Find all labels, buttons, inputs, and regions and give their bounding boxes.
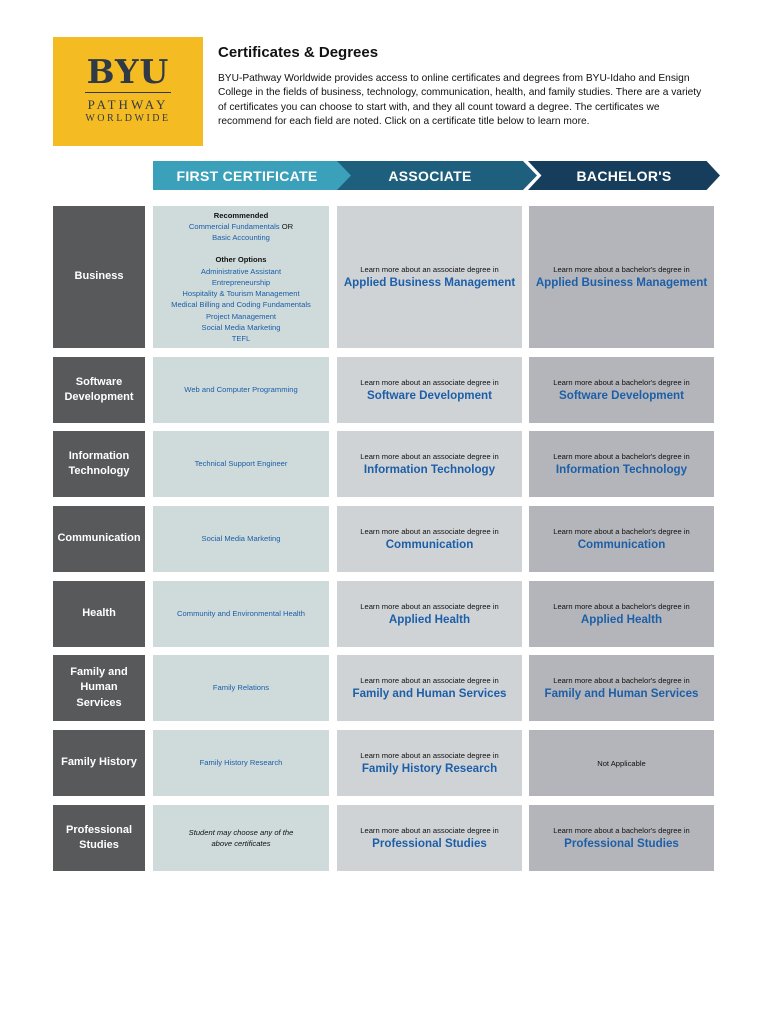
cert-link-social-media-marketing[interactable]: Social Media Marketing bbox=[201, 534, 281, 544]
header-bachelor-label: BACHELOR'S bbox=[576, 167, 672, 184]
associate-family: Learn more about an associate degree in … bbox=[337, 655, 522, 721]
learn-more-text: Learn more about a bachelor's degree in bbox=[553, 601, 690, 611]
first-cert-software: Web and Computer Programming bbox=[153, 357, 329, 423]
cert-link-medical-billing[interactable]: Medical Billing and Coding Fundamentals bbox=[171, 300, 311, 310]
first-cert-business: Recommended Commercial Fundamentals OR B… bbox=[153, 206, 329, 348]
recommended-line: Commercial Fundamentals OR bbox=[189, 221, 293, 232]
learn-more-text: Learn more about an associate degree in bbox=[360, 451, 499, 461]
associate-history: Learn more about an associate degree in … bbox=[337, 730, 522, 796]
degree-link-assoc-software[interactable]: Software Development bbox=[367, 388, 492, 402]
cert-link-social-media-marketing[interactable]: Social Media Marketing bbox=[201, 322, 281, 332]
associate-professional: Learn more about an associate degree in … bbox=[337, 805, 522, 871]
learn-more-text: Learn more about an associate degree in bbox=[360, 377, 499, 387]
associate-communication: Learn more about an associate degree in … bbox=[337, 506, 522, 572]
cert-link-community-health[interactable]: Community and Environmental Health bbox=[177, 609, 305, 619]
cert-link-hospitality[interactable]: Hospitality & Tourism Management bbox=[182, 289, 300, 299]
degree-link-assoc-history[interactable]: Family History Research bbox=[361, 761, 498, 775]
logo-pathway: PATHWAY bbox=[87, 97, 169, 112]
first-cert-history: Family History Research bbox=[153, 730, 329, 796]
degree-link-assoc-professional[interactable]: Professional Studies bbox=[372, 836, 487, 850]
cert-link-entrepreneurship[interactable]: Entrepreneurship bbox=[211, 277, 271, 287]
learn-more-text: Learn more about a bachelor's degree in bbox=[553, 377, 690, 387]
header-first-label: FIRST CERTIFICATE bbox=[176, 167, 318, 184]
degree-link-assoc-family[interactable]: Family and Human Services bbox=[352, 686, 507, 700]
learn-more-text: Learn more about a bachelor's degree in bbox=[553, 526, 690, 536]
degree-link-assoc-it[interactable]: Information Technology bbox=[363, 462, 496, 476]
other-options-label: Other Options bbox=[215, 255, 267, 265]
field-information-technology: Information Technology bbox=[53, 431, 145, 497]
field-communication: Communication bbox=[53, 506, 145, 572]
field-family-human-services: Family and Human Services bbox=[53, 655, 145, 721]
field-business: Business bbox=[53, 206, 145, 348]
bachelor-business: Learn more about a bachelor's degree in … bbox=[529, 206, 714, 348]
cert-link-technical-support[interactable]: Technical Support Engineer bbox=[194, 459, 288, 469]
bachelor-communication: Learn more about a bachelor's degree in … bbox=[529, 506, 714, 572]
bachelor-it: Learn more about a bachelor's degree in … bbox=[529, 431, 714, 497]
degree-link-assoc-business[interactable]: Applied Business Management bbox=[343, 275, 516, 289]
degree-link-bach-communication[interactable]: Communication bbox=[577, 537, 666, 551]
intro-paragraph: BYU-Pathway Worldwide provides access to… bbox=[218, 73, 702, 128]
learn-more-text: Learn more about an associate degree in bbox=[360, 526, 499, 536]
or-text: OR bbox=[279, 222, 294, 232]
header-first-certificate: FIRST CERTIFICATE bbox=[153, 161, 353, 190]
recommended-label: Recommended bbox=[213, 210, 269, 220]
field-professional-studies: Professional Studies bbox=[53, 805, 145, 871]
byu-pathway-logo: BYU PATHWAY WORLDWIDE bbox=[53, 37, 203, 146]
learn-more-text: Learn more about a bachelor's degree in bbox=[553, 264, 690, 274]
not-applicable-text: Not Applicable bbox=[597, 758, 646, 768]
first-cert-health: Community and Environmental Health bbox=[153, 581, 329, 647]
cert-link-family-relations[interactable]: Family Relations bbox=[212, 683, 270, 693]
bachelor-software: Learn more about a bachelor's degree in … bbox=[529, 357, 714, 423]
cert-link-family-history-research[interactable]: Family History Research bbox=[199, 758, 283, 768]
learn-more-text: Learn more about an associate degree in bbox=[360, 750, 499, 760]
header-associate: ASSOCIATE bbox=[337, 161, 537, 190]
bachelor-professional: Learn more about a bachelor's degree in … bbox=[529, 805, 714, 871]
first-cert-professional: Student may choose any of the above cert… bbox=[153, 805, 329, 871]
associate-health: Learn more about an associate degree in … bbox=[337, 581, 522, 647]
bachelor-family: Learn more about a bachelor's degree in … bbox=[529, 655, 714, 721]
degree-link-bach-family[interactable]: Family and Human Services bbox=[544, 686, 699, 700]
cert-link-tefl[interactable]: TEFL bbox=[231, 333, 251, 343]
field-family-history: Family History bbox=[53, 730, 145, 796]
degree-link-bach-software[interactable]: Software Development bbox=[559, 388, 684, 402]
degree-link-bach-health[interactable]: Applied Health bbox=[580, 612, 663, 626]
cert-link-basic-accounting[interactable]: Basic Accounting bbox=[212, 233, 270, 243]
learn-more-text: Learn more about a bachelor's degree in bbox=[553, 451, 690, 461]
bachelor-health: Learn more about a bachelor's degree in … bbox=[529, 581, 714, 647]
cert-link-project-management[interactable]: Project Management bbox=[205, 311, 277, 321]
first-cert-family: Family Relations bbox=[153, 655, 329, 721]
associate-it: Learn more about an associate degree in … bbox=[337, 431, 522, 497]
degree-link-bach-it[interactable]: Information Technology bbox=[555, 462, 688, 476]
page-title: Certificates & Degrees bbox=[218, 44, 379, 61]
cert-link-web-programming[interactable]: Web and Computer Programming bbox=[184, 385, 298, 395]
any-certificate-note: Student may choose any of the above cert… bbox=[188, 827, 294, 848]
associate-business: Learn more about an associate degree in … bbox=[337, 206, 522, 348]
field-health: Health bbox=[53, 581, 145, 647]
learn-more-text: Learn more about an associate degree in bbox=[360, 601, 499, 611]
header-associate-label: ASSOCIATE bbox=[388, 167, 472, 184]
learn-more-text: Learn more about an associate degree in bbox=[360, 825, 499, 835]
degree-link-assoc-health[interactable]: Applied Health bbox=[388, 612, 471, 626]
logo-worldwide: WORLDWIDE bbox=[85, 113, 171, 124]
logo-rule bbox=[85, 92, 171, 93]
degree-link-bach-professional[interactable]: Professional Studies bbox=[564, 836, 679, 850]
header-bachelor: BACHELOR'S bbox=[528, 161, 720, 190]
associate-software: Learn more about an associate degree in … bbox=[337, 357, 522, 423]
degree-link-assoc-communication[interactable]: Communication bbox=[385, 537, 474, 551]
first-cert-it: Technical Support Engineer bbox=[153, 431, 329, 497]
first-cert-communication: Social Media Marketing bbox=[153, 506, 329, 572]
degree-link-bach-business[interactable]: Applied Business Management bbox=[535, 275, 708, 289]
learn-more-text: Learn more about an associate degree in bbox=[360, 264, 499, 274]
learn-more-text: Learn more about an associate degree in bbox=[360, 675, 499, 685]
cert-link-commercial-fundamentals[interactable]: Commercial Fundamentals bbox=[188, 222, 280, 232]
logo-byu: BYU bbox=[86, 52, 170, 91]
bachelor-history: Not Applicable bbox=[529, 730, 714, 796]
learn-more-text: Learn more about a bachelor's degree in bbox=[553, 825, 690, 835]
learn-more-text: Learn more about a bachelor's degree in bbox=[553, 675, 690, 685]
field-software-development: Software Development bbox=[53, 357, 145, 423]
cert-link-administrative-assistant[interactable]: Administrative Assistant bbox=[200, 266, 282, 276]
